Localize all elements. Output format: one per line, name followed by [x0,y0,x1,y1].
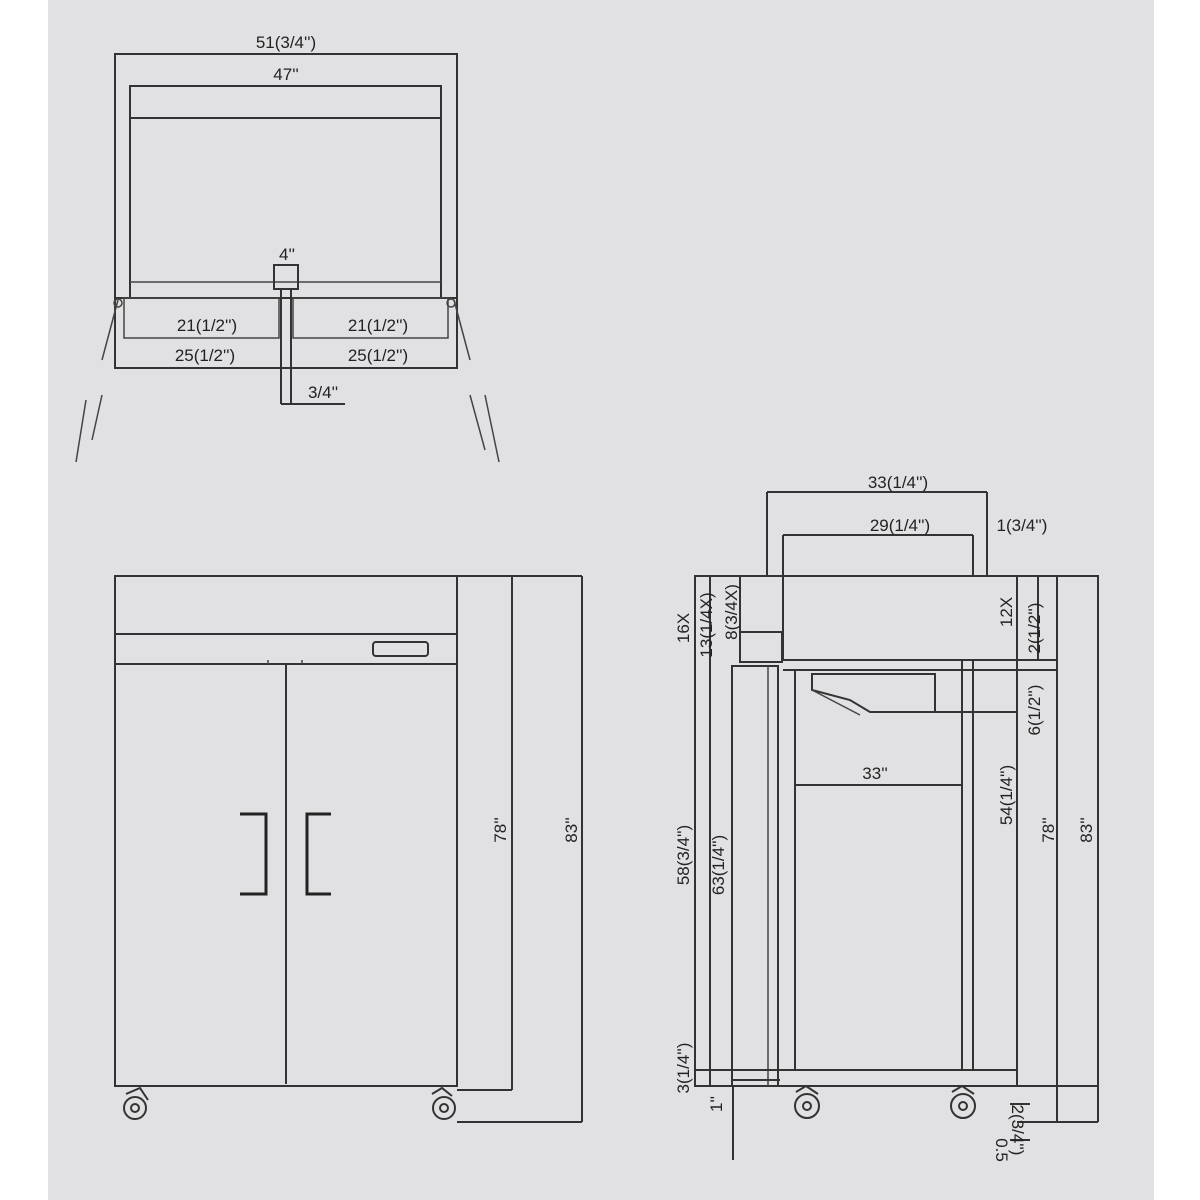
door-right-inner-label: 21(1/2'') [348,316,408,335]
inner-width-label: 47'' [273,65,298,84]
interior-depth-label: 33'' [862,764,887,783]
door-left-outer-label: 25(1/2'') [175,346,235,365]
right-gap-label: 2(1/2'') [1025,603,1044,654]
front-overall-height-label: 83'' [562,817,581,842]
drawing-sheet [48,0,1154,1200]
compressor-depth-label: 16X [674,613,693,643]
side-overall-depth-label: 33(1/4'') [868,473,928,492]
side-body-depth-label: 29(1/4'') [870,516,930,535]
door-height-a-label: 58(3/4'') [674,825,693,885]
door-left-inner-label: 21(1/2'') [177,316,237,335]
swing-clearance-label: 3/4'' [308,383,338,402]
top-view: 51(3/4'') 47'' 4'' 21(1/2'') 21(1/2'') 2… [75,33,500,463]
door-height-b-label: 63(1/4'') [709,835,728,895]
caster-b-label: 0.5 [992,1138,1011,1162]
floor-gap-label: 1'' [707,1096,726,1112]
front-body-height-label: 78'' [491,817,510,842]
side-top-offset-label: 1(3/4'') [997,516,1048,535]
overall-width-label: 51(3/4'') [256,33,316,52]
door-right-outer-label: 25(1/2'') [348,346,408,365]
base-height-label: 3(1/4'') [674,1043,693,1094]
side-body-height-label: 78'' [1039,817,1058,842]
interior-height-label: 54(1/4'') [997,765,1016,825]
caster-a-label: 2(3/4'') [1008,1105,1027,1156]
upper-b-label: 8(3/4X) [722,584,741,640]
front-view: 78'' 83'' [114,575,583,1123]
upper-a-label: 13(1/4X) [697,592,716,657]
right-top-label: 12X [997,597,1016,627]
side-overall-height-label: 83'' [1077,817,1096,842]
right-shelf-label: 6(1/2'') [1025,685,1044,736]
center-gap-label: 4'' [279,245,295,264]
side-view: 33(1/4'') 29(1/4'') 1(3/4'') 33'' 16X 13… [674,473,1099,1162]
